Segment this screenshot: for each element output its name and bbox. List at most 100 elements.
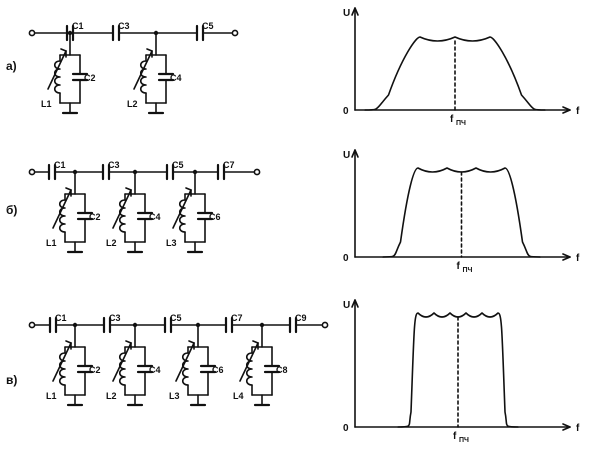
- tuning-arrow: [65, 187, 72, 191]
- x-axis-arrow: [562, 253, 571, 261]
- inductor-label: L2: [106, 391, 117, 401]
- capacitor-label: C6: [209, 212, 221, 222]
- series-capacitor-label: C5: [170, 313, 182, 323]
- tuning-arrow: [65, 340, 72, 344]
- series-capacitor-label: C1: [54, 160, 66, 170]
- tuning-arrow: [188, 340, 195, 344]
- series-capacitor-label: C7: [223, 160, 235, 170]
- row-label: а): [6, 59, 17, 73]
- origin-label: 0: [343, 106, 349, 117]
- tuning-arrow: [239, 342, 259, 382]
- capacitor-label: C2: [89, 365, 101, 375]
- center-frequency-subscript: ПЧ: [456, 120, 466, 127]
- inductor-coil: [53, 60, 61, 94]
- tuning-arrow: [133, 50, 153, 90]
- inductor-coil: [245, 352, 253, 386]
- x-axis-label: f: [576, 106, 580, 117]
- series-capacitor-label: C3: [108, 160, 120, 170]
- inductor-label: L3: [169, 391, 180, 401]
- series-capacitor-label: C3: [109, 313, 121, 323]
- center-frequency-subscript: ПЧ: [459, 437, 469, 444]
- inductor-label: L1: [46, 391, 57, 401]
- tuning-arrow: [60, 48, 67, 52]
- capacitor-label: C2: [84, 73, 96, 83]
- lc-stage: L3 C6: [169, 322, 224, 407]
- inductor-label: L2: [127, 99, 138, 109]
- center-frequency-label: f: [453, 431, 457, 442]
- x-axis-arrow: [562, 423, 571, 431]
- x-axis-arrow: [562, 106, 571, 114]
- row-label: в): [6, 373, 17, 387]
- inductor-label: L3: [166, 238, 177, 248]
- series-capacitor-label: C1: [55, 313, 67, 323]
- inductor-label: L2: [106, 238, 117, 248]
- series-capacitor-label: C7: [231, 313, 243, 323]
- tuning-arrow: [125, 187, 132, 191]
- inductor-coil: [118, 352, 126, 386]
- lc-stage: L3 C6: [166, 169, 221, 254]
- y-axis-arrow: [351, 7, 359, 16]
- inductor-coil: [118, 199, 126, 233]
- lc-stage: L1 C2: [46, 169, 101, 254]
- lc-stage: L2 C4: [106, 322, 161, 407]
- response-curve: [364, 36, 546, 111]
- tuning-arrow: [185, 187, 192, 191]
- output-terminal: [253, 168, 261, 176]
- series-capacitor-label: C1: [72, 21, 84, 31]
- capacitor-label: C2: [89, 212, 101, 222]
- x-axis-label: f: [576, 253, 580, 264]
- tuning-arrow: [52, 189, 72, 229]
- input-terminal: [28, 321, 36, 329]
- y-axis-label: U: [343, 150, 350, 161]
- lc-stage: L1 C2: [41, 30, 96, 115]
- series-capacitor-label: C5: [202, 21, 214, 31]
- inductor-label: L1: [46, 238, 57, 248]
- y-axis-label: U: [343, 300, 350, 311]
- tuning-arrow: [252, 340, 259, 344]
- input-terminal: [28, 168, 36, 176]
- series-capacitor-label: C9: [295, 313, 307, 323]
- series-capacitor-label: C5: [172, 160, 184, 170]
- inductor-coil: [178, 199, 186, 233]
- inductor-coil: [58, 352, 66, 386]
- origin-label: 0: [343, 423, 349, 434]
- tuning-arrow: [52, 342, 72, 382]
- tuning-arrow: [112, 342, 132, 382]
- capacitor-label: C4: [170, 73, 182, 83]
- tuning-arrow: [146, 48, 153, 52]
- x-axis-label: f: [576, 423, 580, 434]
- tuning-arrow: [47, 50, 67, 90]
- tuning-arrow: [172, 189, 192, 229]
- inductor-label: L4: [233, 391, 244, 401]
- inductor-coil: [58, 199, 66, 233]
- series-capacitor-label: C3: [118, 21, 130, 31]
- capacitor-label: C4: [149, 365, 161, 375]
- output-terminal: [231, 29, 239, 37]
- y-axis-arrow: [351, 299, 359, 308]
- lc-stage: L1 C2: [46, 322, 101, 407]
- lc-stage: L2 C4: [106, 169, 161, 254]
- tuning-arrow: [112, 189, 132, 229]
- capacitor-label: C8: [276, 365, 288, 375]
- lc-stage: L2 C4: [127, 30, 182, 115]
- y-axis-label: U: [343, 8, 350, 19]
- capacitor-label: C6: [212, 365, 224, 375]
- output-terminal: [321, 321, 329, 329]
- inductor-coil: [181, 352, 189, 386]
- tuning-arrow: [125, 340, 132, 344]
- inductor-label: L1: [41, 99, 52, 109]
- y-axis-arrow: [351, 149, 359, 158]
- origin-label: 0: [343, 253, 349, 264]
- input-terminal: [28, 29, 36, 37]
- center-frequency-label: f: [457, 261, 461, 272]
- row-label: б): [6, 203, 17, 217]
- capacitor-label: C4: [149, 212, 161, 222]
